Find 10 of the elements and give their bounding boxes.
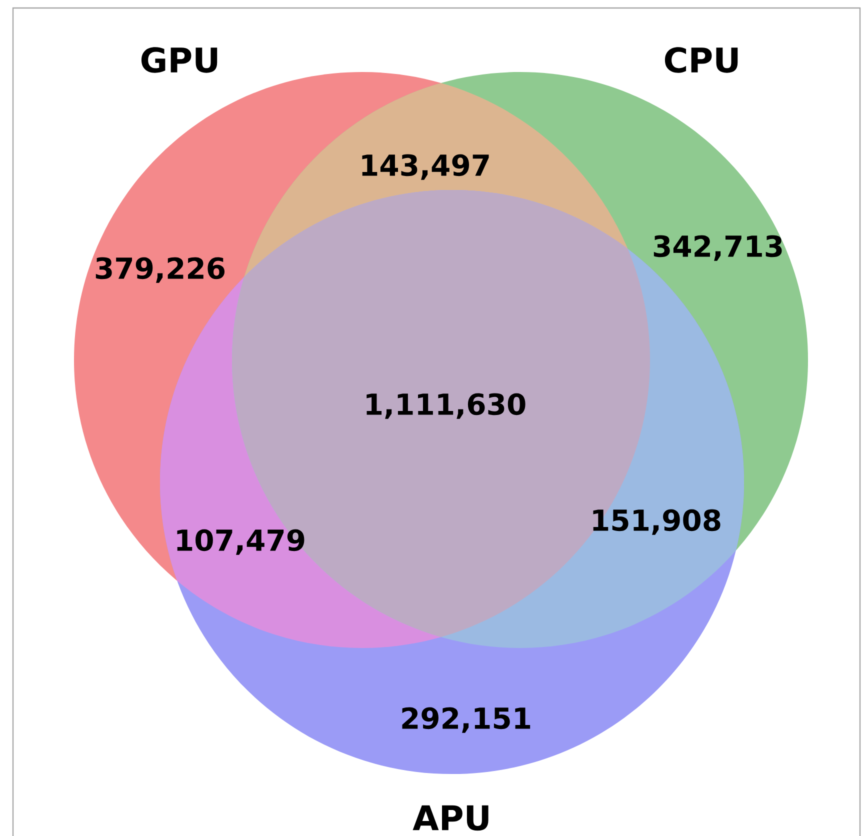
region-count: 342,713 <box>654 235 782 261</box>
set-label: GPU <box>141 47 218 73</box>
region-count: 143,497 <box>362 154 489 180</box>
region-count: 151,908 <box>593 509 720 535</box>
region-count: 379,226 <box>96 257 225 283</box>
set-label: APU <box>412 805 488 831</box>
set-label: CPU <box>664 47 738 73</box>
region-count: 107,479 <box>177 529 304 555</box>
region-count: 1,111,630 <box>366 393 526 419</box>
region-count: 292,151 <box>402 707 530 733</box>
